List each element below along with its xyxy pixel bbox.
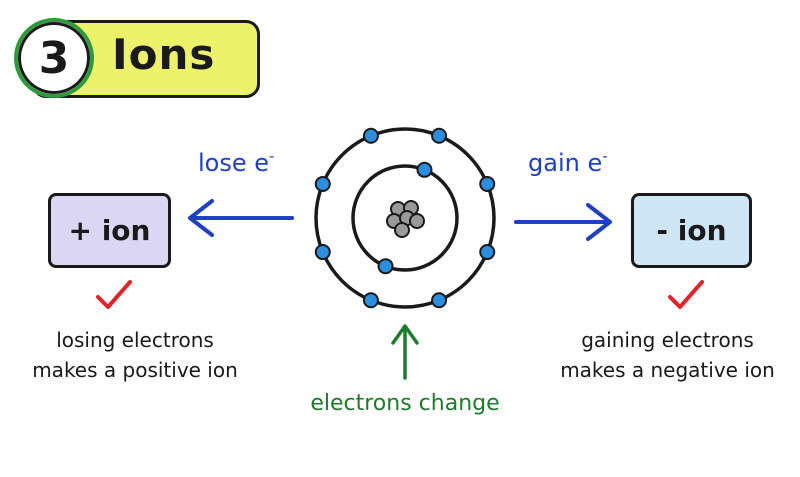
positive-check-icon: [96, 280, 132, 309]
nucleus-particle: [409, 213, 425, 229]
negative-ion-box: - ion: [631, 193, 752, 268]
electron: [431, 292, 448, 309]
step-number: 3: [38, 32, 70, 84]
caption-line: losing electrons: [56, 328, 214, 352]
nucleus: [386, 200, 425, 238]
positive-ion-box: + ion: [48, 193, 171, 268]
gain-electron-label: gain e-: [528, 147, 608, 177]
caption-line: makes a positive ion: [32, 358, 238, 382]
electron: [314, 175, 331, 192]
negative-ion-label: - ion: [656, 214, 727, 247]
nucleus-particle: [394, 222, 410, 238]
electron: [362, 127, 379, 144]
negative-check-icon: [668, 280, 704, 309]
caption-line: makes a negative ion: [560, 358, 775, 382]
negative-ion-caption: gaining electrons makes a negative ion: [540, 325, 795, 385]
electrons-change-label: electrons change: [310, 391, 500, 416]
page-title: Ions: [112, 30, 216, 79]
electron: [377, 258, 394, 275]
gain-arrow: [514, 203, 612, 241]
positive-ion-label: + ion: [68, 214, 151, 247]
electron: [314, 244, 331, 261]
inner-shell: [351, 164, 459, 272]
lose-electron-label: lose e-: [198, 147, 275, 177]
electron: [416, 161, 433, 178]
electrons: [314, 127, 496, 309]
positive-ion-caption: losing electrons makes a positive ion: [10, 325, 260, 385]
electron: [479, 244, 496, 261]
atom: [314, 127, 496, 309]
lose-arrow: [188, 199, 294, 237]
electron: [479, 175, 496, 192]
step-badge: 3: [14, 18, 94, 98]
electron: [431, 127, 448, 144]
caption-line: gaining electrons: [581, 328, 754, 352]
change-arrow: [391, 324, 419, 380]
outer-shell: [314, 127, 496, 309]
electron: [362, 292, 379, 309]
